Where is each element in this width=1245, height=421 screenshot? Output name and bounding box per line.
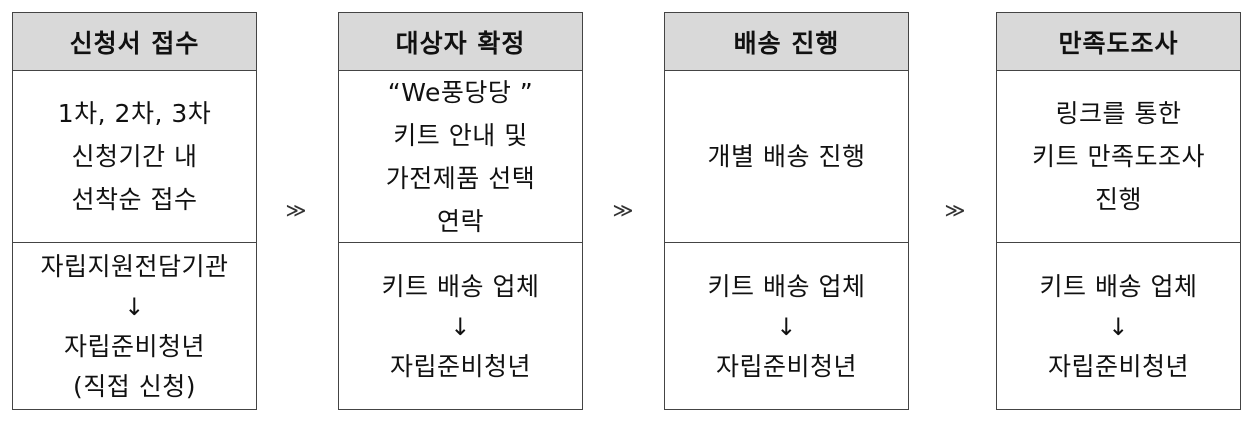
detail-line: 가전제품 선택 bbox=[385, 163, 536, 193]
detail-line: “We풍당당 ” bbox=[387, 77, 534, 107]
detail-line: 키트 안내 및 bbox=[393, 120, 528, 150]
step-title: 신청서 접수 bbox=[13, 13, 256, 71]
flow-from: 키트 배송 업체 bbox=[381, 271, 540, 301]
step-flow: 자립지원전담기관 ↓ 자립준비청년 (직접 신청) bbox=[13, 243, 256, 410]
down-arrow-icon: ↓ bbox=[124, 292, 145, 321]
connector-arrow-icon: ≫ bbox=[944, 198, 966, 222]
step-flow: 키트 배송 업체 ↓ 자립준비청년 bbox=[339, 243, 582, 410]
step-detail: “We풍당당 ” 키트 안내 및 가전제품 선택 연락 bbox=[339, 71, 582, 243]
step-box-survey: 만족도조사 링크를 통한 키트 만족도조사 진행 키트 배송 업체 ↓ 자립준비… bbox=[996, 12, 1241, 410]
flow-to: 자립준비청년 bbox=[63, 331, 205, 361]
step-box-application: 신청서 접수 1차, 2차, 3차 신청기간 내 선착순 접수 자립지원전담기관… bbox=[12, 12, 257, 410]
detail-line: 신청기간 내 bbox=[71, 142, 198, 171]
detail-line: 연락 bbox=[436, 206, 484, 236]
step-title: 배송 진행 bbox=[665, 13, 908, 71]
step-detail: 개별 배송 진행 bbox=[665, 71, 908, 243]
step-detail: 1차, 2차, 3차 신청기간 내 선착순 접수 bbox=[13, 71, 256, 243]
flow-to: 자립준비청년 bbox=[715, 351, 857, 381]
step-flow: 키트 배송 업체 ↓ 자립준비청년 bbox=[665, 243, 908, 410]
step-box-delivery: 배송 진행 개별 배송 진행 키트 배송 업체 ↓ 자립준비청년 bbox=[664, 12, 909, 410]
connector-arrow-icon: ≫ bbox=[612, 198, 634, 222]
flow-to: 자립준비청년 bbox=[389, 351, 531, 381]
flow-from: 키트 배송 업체 bbox=[707, 271, 866, 301]
flow-from: 키트 배송 업체 bbox=[1039, 271, 1198, 301]
step-box-confirmation: 대상자 확정 “We풍당당 ” 키트 안내 및 가전제품 선택 연락 키트 배송… bbox=[338, 12, 583, 410]
step-title: 만족도조사 bbox=[997, 13, 1240, 71]
down-arrow-icon: ↓ bbox=[450, 312, 471, 341]
detail-line: 키트 만족도조사 bbox=[1032, 142, 1205, 171]
step-title: 대상자 확정 bbox=[339, 13, 582, 71]
detail-line: 링크를 통한 bbox=[1055, 99, 1182, 128]
flow-from: 자립지원전담기관 bbox=[40, 251, 229, 281]
step-detail: 링크를 통한 키트 만족도조사 진행 bbox=[997, 71, 1240, 243]
detail-line: 진행 bbox=[1094, 185, 1142, 214]
connector-arrow-icon: ≫ bbox=[285, 198, 307, 222]
detail-line: 선착순 접수 bbox=[71, 185, 198, 214]
flow-to-note: (직접 신청) bbox=[73, 371, 196, 401]
step-flow: 키트 배송 업체 ↓ 자립준비청년 bbox=[997, 243, 1240, 410]
detail-line: 1차, 2차, 3차 bbox=[57, 99, 212, 128]
down-arrow-icon: ↓ bbox=[1108, 312, 1129, 341]
down-arrow-icon: ↓ bbox=[776, 312, 797, 341]
flow-to: 자립준비청년 bbox=[1047, 351, 1189, 381]
detail-line: 개별 배송 진행 bbox=[707, 142, 866, 171]
